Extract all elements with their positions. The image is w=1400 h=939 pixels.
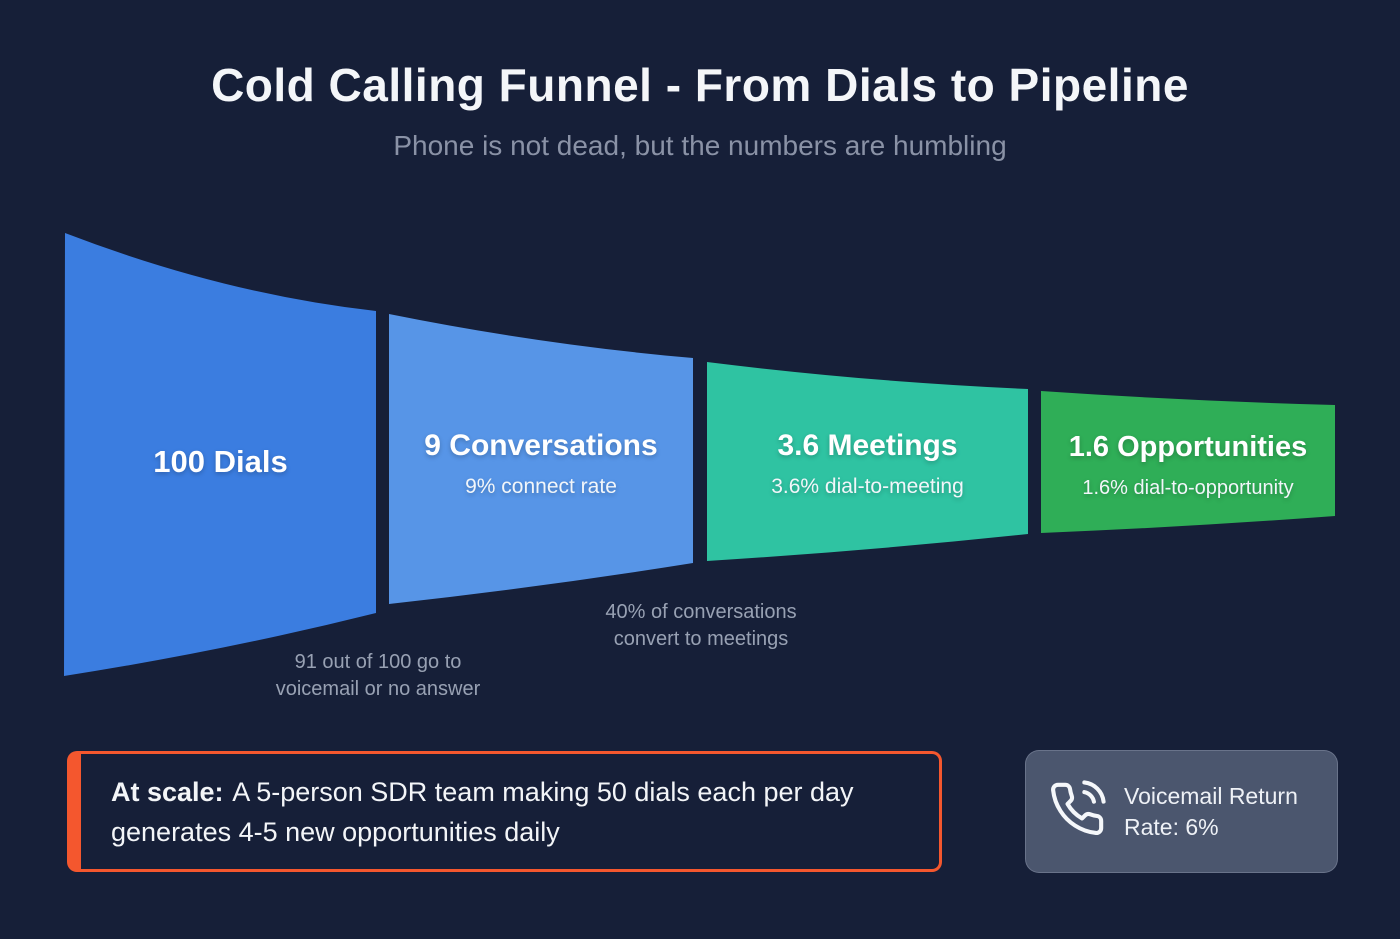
- stage-label-dials: 100 Dials: [65, 443, 376, 481]
- at-scale-note-box: At scale:A 5-person SDR team making 50 d…: [67, 751, 942, 872]
- at-scale-note-bold-label: At scale:: [111, 776, 224, 807]
- page-subtitle: Phone is not dead, but the numbers are h…: [393, 130, 1007, 161]
- stage-label-meetings: 3.6 Meetings 3.6% dial-to-meeting: [707, 427, 1028, 501]
- annotation-conversion: 40% of conversations convert to meetings: [546, 599, 856, 653]
- funnel-stage-opportunities-shape: [1041, 391, 1335, 533]
- stage-title-dials: 100 Dials: [153, 444, 288, 479]
- annotation-conversion-line1: 40% of conversations: [605, 601, 797, 623]
- funnel-stage-meetings-shape: [707, 362, 1028, 561]
- annotation-conversion-line2: convert to meetings: [613, 628, 789, 650]
- annotation-voicemail-line1: 91 out of 100 go to: [294, 651, 462, 673]
- stage-title-meetings: 3.6 Meetings: [777, 429, 958, 462]
- phone-volume-icon: [1048, 780, 1106, 843]
- at-scale-note-text: At scale:A 5-person SDR team making 50 d…: [111, 772, 919, 852]
- at-scale-note-body: A 5-person SDR team making 50 dials each…: [111, 776, 854, 847]
- stage-label-opportunities: 1.6 Opportunities 1.6% dial-to-opportuni…: [1041, 428, 1335, 502]
- funnel-stage-conversations-shape: [389, 314, 693, 604]
- stage-label-conversations: 9 Conversations 9% connect rate: [389, 427, 693, 501]
- stage-sublabel-conversations: 9% connect rate: [465, 475, 617, 498]
- stage-title-conversations: 9 Conversations: [424, 429, 658, 462]
- stage-title-opportunities: 1.6 Opportunities: [1068, 431, 1308, 463]
- voicemail-rate-card: Voicemail Return Rate: 6%: [1025, 750, 1338, 873]
- voicemail-rate-text: Voicemail Return Rate: 6%: [1124, 782, 1298, 840]
- stage-sublabel-opportunities: 1.6% dial-to-opportunity: [1082, 477, 1294, 499]
- annotation-voicemail: 91 out of 100 go to voicemail or no answ…: [228, 649, 528, 703]
- page-title: Cold Calling Funnel - From Dials to Pipe…: [211, 59, 1189, 111]
- funnel-stage-dials-shape: [64, 233, 376, 676]
- annotation-voicemail-line2: voicemail or no answer: [275, 678, 481, 700]
- stage-sublabel-meetings: 3.6% dial-to-meeting: [771, 475, 964, 498]
